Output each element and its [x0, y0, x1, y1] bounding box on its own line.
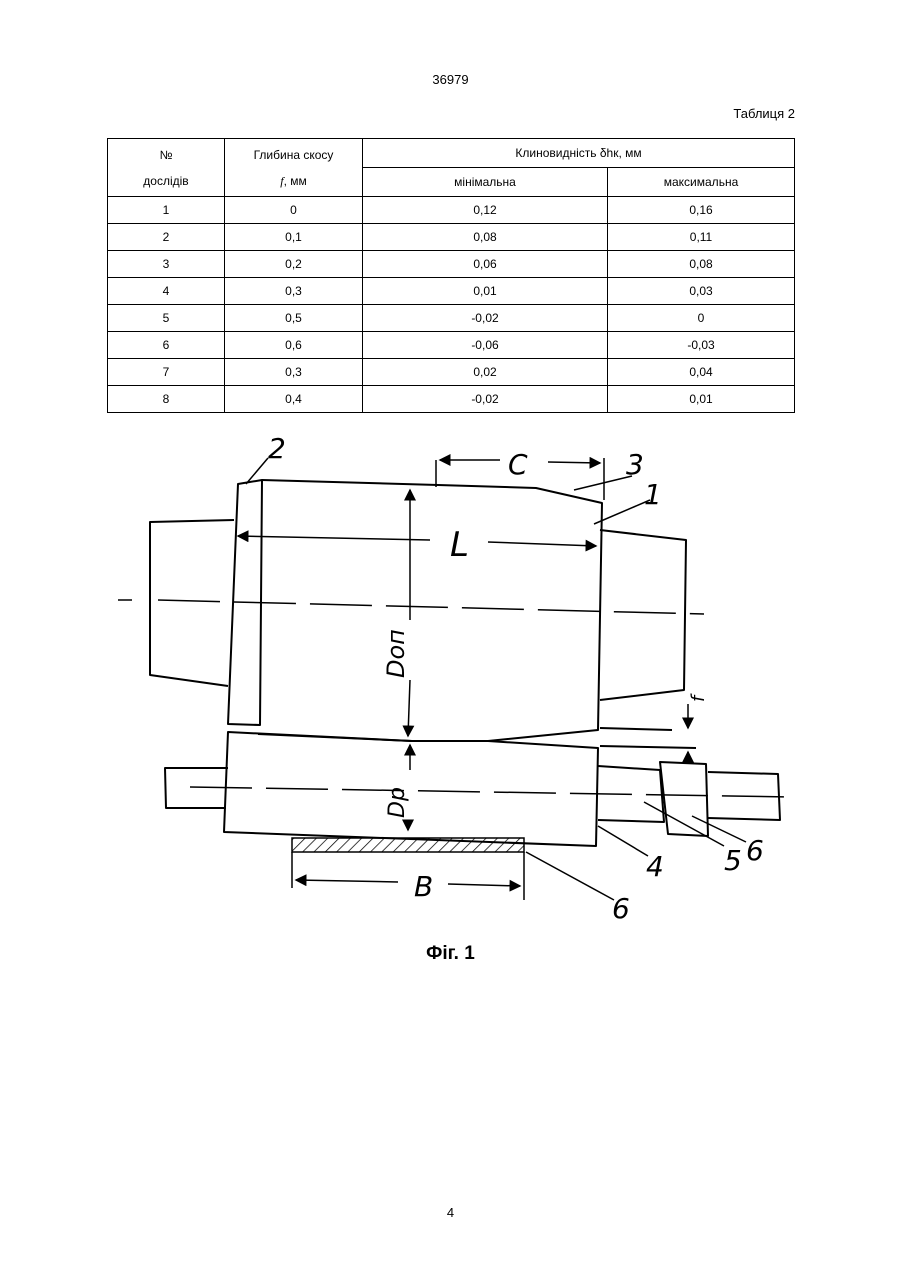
- page-number: 4: [0, 1205, 901, 1220]
- header-minimum: мінімальна: [363, 168, 608, 197]
- document-number: 36979: [0, 72, 901, 87]
- label-c: C: [508, 448, 528, 481]
- bearing-block: [660, 762, 708, 836]
- hatched-strip: [292, 838, 524, 852]
- table-row: 80,4-0,020,01: [108, 386, 795, 413]
- table-row: 50,5-0,020: [108, 305, 795, 332]
- label-part-6-right: 6: [746, 834, 764, 867]
- header-experiment-no: № дослідів: [108, 139, 225, 197]
- label-part-1: 1: [644, 478, 662, 511]
- label-part-4: 4: [646, 850, 664, 883]
- header-wedge-shape: Клиновидність δhк, мм: [363, 139, 795, 168]
- table-row: 20,10,080,11: [108, 224, 795, 251]
- label-d-op: Dоп: [382, 629, 410, 678]
- table-row: 70,30,020,04: [108, 359, 795, 386]
- label-part-3: 3: [626, 448, 644, 481]
- table-caption: Таблиця 2: [733, 106, 795, 121]
- table-header-row: № дослідів Глибина скосу f, мм Клиновидн…: [108, 139, 795, 168]
- header-maximum: максимальна: [608, 168, 795, 197]
- table-row: 60,6-0,06-0,03: [108, 332, 795, 359]
- label-l: L: [450, 525, 469, 565]
- label-part-2: 2: [268, 432, 286, 465]
- table-row: 100,120,16: [108, 197, 795, 224]
- upper-roll-left-neck: [150, 520, 234, 686]
- label-d-p: Dp: [385, 787, 410, 818]
- table-row: 40,30,010,03: [108, 278, 795, 305]
- technical-drawing: C L B Dоп Dp f 1 2 3 4 5 6 6: [0, 420, 901, 930]
- label-f: f: [688, 693, 709, 702]
- label-part-6-bottom: 6: [612, 892, 630, 925]
- upper-roll-axis: [158, 600, 704, 614]
- results-table: № дослідів Глибина скосу f, мм Клиновидн…: [107, 138, 795, 413]
- figure-caption: Фіг. 1: [0, 943, 901, 965]
- lower-roll-axis: [190, 787, 790, 797]
- table-row: 30,20,060,08: [108, 251, 795, 278]
- label-part-5: 5: [724, 844, 742, 877]
- upper-roll-right-neck: [600, 530, 686, 700]
- header-bevel-depth: Глибина скосу f, мм: [225, 139, 363, 197]
- label-b: B: [414, 870, 433, 903]
